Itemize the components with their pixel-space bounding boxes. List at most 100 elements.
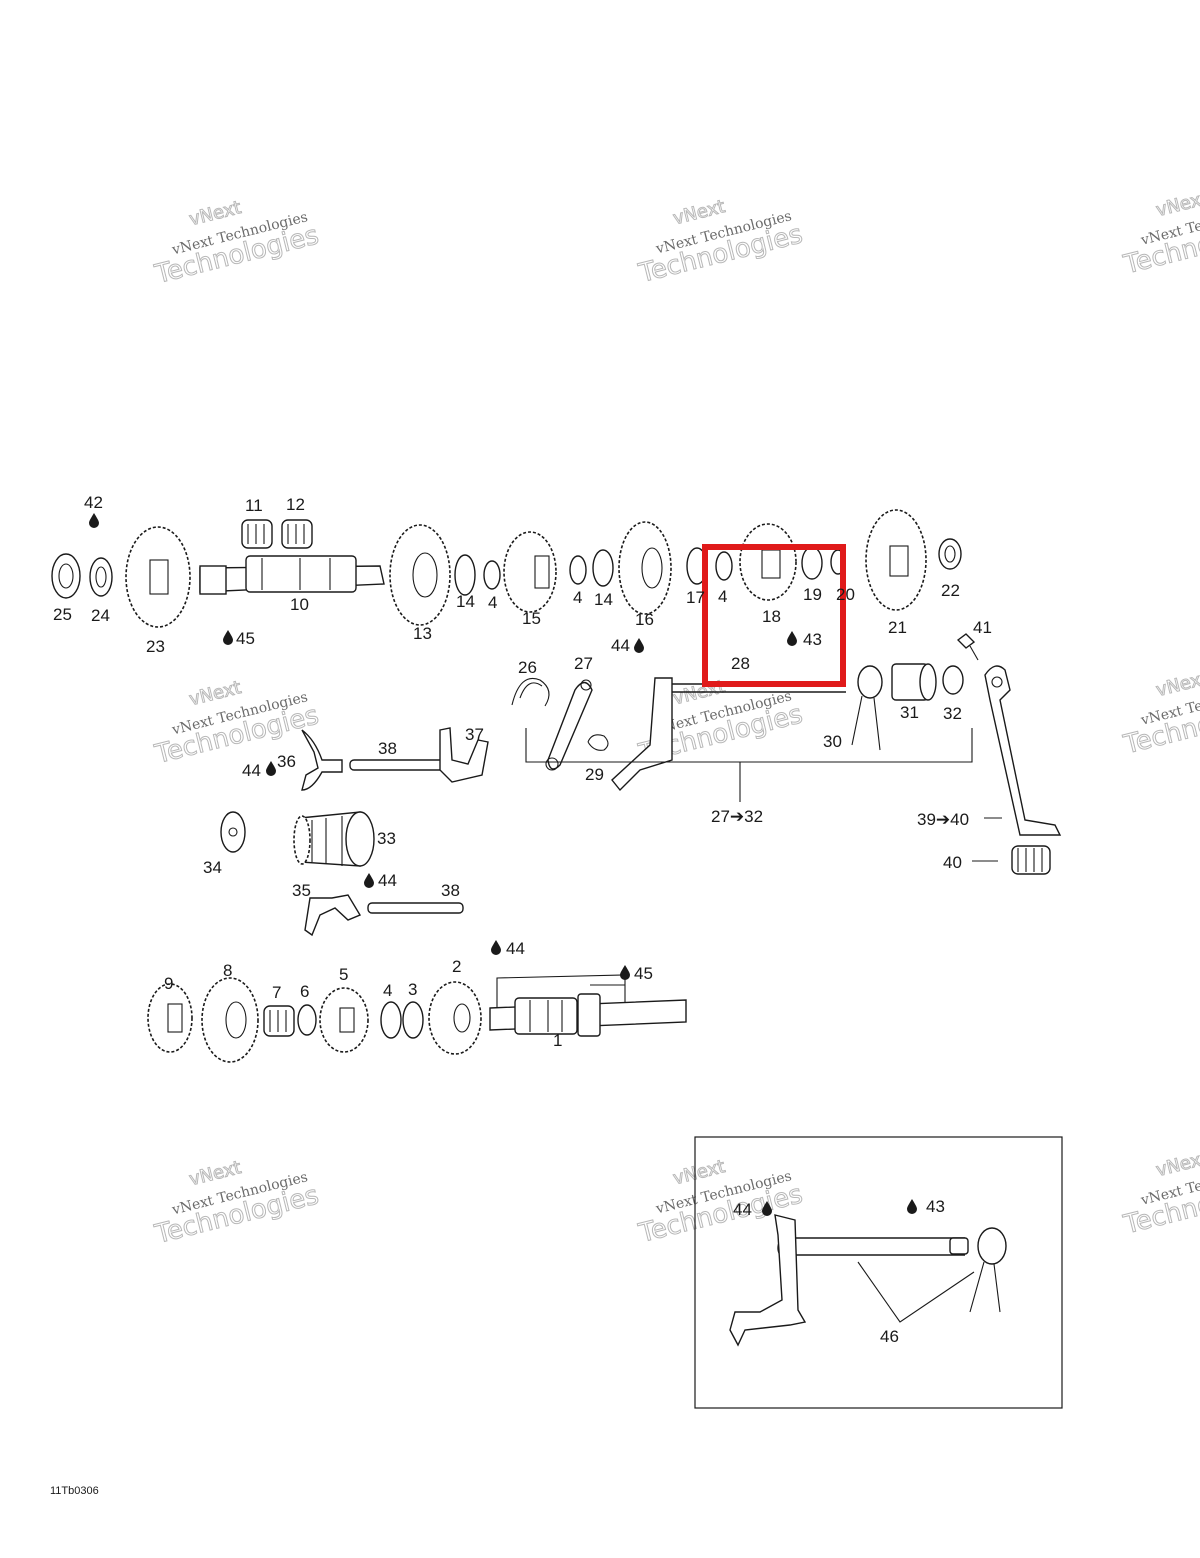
circlip-4c [715,551,733,581]
label-45-bottom: 45 [634,964,653,983]
circlip-4b [569,555,587,585]
label-36: 36 [277,752,296,771]
bearing-11 [241,519,273,549]
gear-16 [618,521,672,615]
label-30: 30 [823,732,842,751]
watermark-bottom-left: vNext vNext Technologies Technologies [151,1157,322,1251]
label-44-b: 44 [242,761,261,780]
spring-30 [857,665,883,699]
washer-6 [297,1004,317,1036]
washer-22 [938,538,962,570]
washer-14b [592,549,614,587]
circlip-4a [483,560,501,590]
label-15: 15 [522,609,541,628]
label-7: 7 [272,983,281,1002]
svg-text:vNext: vNext [187,1157,243,1190]
label-12: 12 [286,495,305,514]
label-14-a: 14 [456,592,475,611]
label-32: 32 [943,704,962,723]
label-17: 17 [686,588,705,607]
label-31: 31 [900,703,919,722]
drop-icon [620,965,630,980]
drop-icon [907,1199,917,1214]
gear-8 [201,977,259,1063]
shift-shaft-assembly [511,633,979,802]
shift-drum-assembly [220,727,489,937]
label-38-a: 38 [378,739,397,758]
inset-detail-box [694,1136,1063,1409]
stopper-plate-34 [220,811,246,853]
spring-29 [587,734,609,751]
gear-2 [428,981,482,1055]
watermark-bottom-right: vNext vNext Technologies Technologies [1120,1147,1200,1241]
watermark-mid-right: vNext vNext Technologies Technologies [1120,667,1200,761]
drawing-code: 11Tb0306 [50,1485,99,1497]
shift-pedal-assembly [972,665,1062,875]
drop-icon [634,638,644,653]
label-27: 27 [574,654,593,673]
label-10: 10 [290,595,309,614]
label-4-b: 4 [573,588,582,607]
label-44-c: 44 [378,871,397,890]
label-43-a: 43 [803,630,822,649]
drop-icon [223,630,233,645]
washer-24 [89,557,113,597]
label-39-to-40: 39➔40 [917,810,969,829]
label-45-top: 45 [236,629,255,648]
svg-text:vNext: vNext [671,196,727,229]
label-35: 35 [292,881,311,900]
label-13: 13 [413,624,432,643]
label-9: 9 [164,974,173,993]
label-46: 46 [880,1327,899,1346]
label-4-d: 4 [383,981,392,1000]
highlight-box [702,544,846,687]
gear-21 [865,509,927,611]
label-42: 42 [84,493,103,512]
top-shaft-assembly [51,509,962,628]
label-11: 11 [245,496,263,515]
label-44-d: 44 [506,939,525,958]
shift-pedal-39 [984,665,1062,836]
label-44-a: 44 [611,636,630,655]
lever-27 [547,681,593,770]
label-43-inset: 43 [926,1197,945,1216]
label-14-b: 14 [594,590,613,609]
svg-text:vNext: vNext [1154,1148,1200,1181]
label-18: 18 [762,607,781,626]
inset-spring [977,1227,1007,1265]
gear-5 [319,987,369,1053]
label-33: 33 [377,829,396,848]
label-4-c: 4 [718,587,727,606]
fork-37 [439,727,489,783]
label-2: 2 [452,957,461,976]
watermark-top-center: vNext vNext Technologies Technologies [635,196,806,290]
bearing-7 [263,1005,295,1037]
sprocket-23 [125,526,191,628]
label-16: 16 [635,610,654,629]
fork-rod-38b [367,902,464,914]
label-19: 19 [803,585,822,604]
gear-15 [503,531,557,613]
label-6: 6 [300,982,309,1001]
shift-shaft-28 [611,677,673,792]
label-21: 21 [888,618,907,637]
label-40: 40 [943,853,962,872]
watermark-top-right: vNext vNext Technologies Technologies [1120,187,1200,281]
watermark-top-left: vNext vNext Technologies Technologies [151,197,322,291]
label-23: 23 [146,637,165,656]
drop-icon [89,513,99,528]
label-4-a: 4 [488,593,497,612]
fork-35 [304,894,362,937]
label-20: 20 [836,585,855,604]
label-26: 26 [518,658,537,677]
pedal-rubber-40 [1011,845,1051,875]
drop-icon [266,761,276,776]
bearing-12 [281,519,313,549]
label-41: 41 [973,618,992,637]
inset-shift-lever [729,1214,807,1347]
spring-26 [511,678,550,707]
fork-36 [301,729,343,791]
washer-19 [801,546,823,580]
gear-18 [739,523,797,601]
